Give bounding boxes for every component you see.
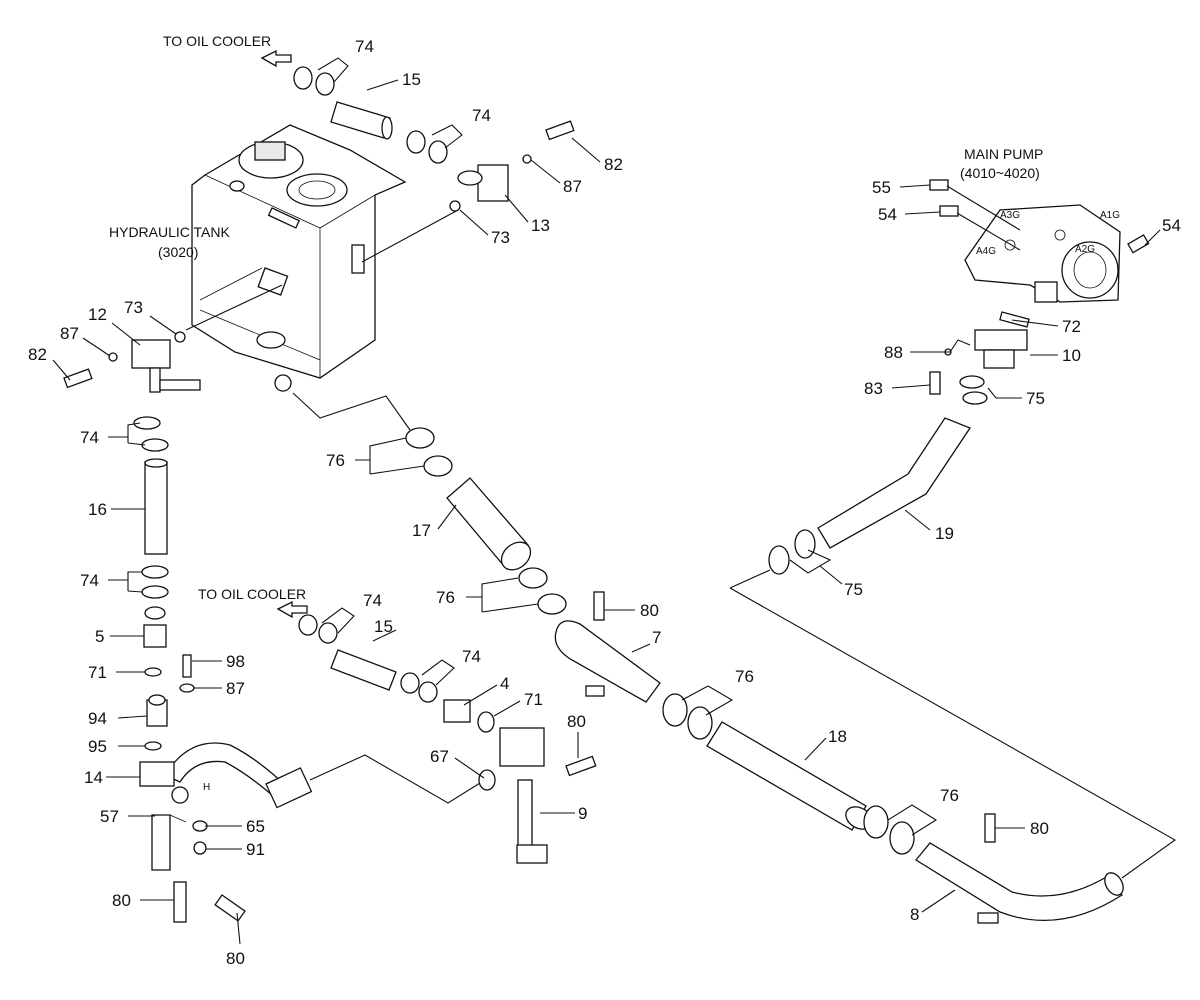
callout-4: 4	[500, 674, 509, 693]
adapter-5	[143, 606, 167, 648]
callout-74-left-2: 74	[80, 571, 99, 590]
callout-7: 7	[652, 628, 661, 647]
hydraulic-tank	[191, 124, 407, 392]
callout-8: 8	[910, 905, 919, 924]
callout-19: 19	[935, 524, 954, 543]
hose-16	[144, 458, 168, 555]
adapter-4	[443, 699, 471, 723]
callout-9: 9	[578, 804, 587, 823]
flange-94	[146, 694, 168, 727]
hose-15-mid	[330, 649, 397, 691]
callout-67: 67	[430, 747, 449, 766]
port-label-a1g: A1G	[1100, 210, 1120, 221]
callout-15-mid: 15	[374, 617, 393, 636]
hose-18	[706, 721, 873, 831]
callout-65: 65	[246, 817, 265, 836]
valve-12	[131, 339, 201, 393]
callout-55: 55	[872, 178, 891, 197]
callout-80-bottom-left: 80	[112, 891, 131, 910]
hose-17	[446, 477, 532, 571]
callout-82-left: 82	[28, 345, 47, 364]
arrow-to-oil-cooler-top	[260, 49, 292, 68]
callout-74-top: 74	[355, 37, 374, 56]
callout-13: 13	[531, 216, 550, 235]
callout-73-top: 73	[491, 228, 510, 247]
callout-73-left: 73	[124, 298, 143, 317]
pump-code: (4010~4020)	[960, 165, 1040, 181]
tank-code: (3020)	[158, 244, 198, 260]
callout-75-lower: 75	[844, 580, 863, 599]
flange-10	[974, 329, 1028, 369]
pipe-9	[499, 727, 548, 864]
callout-80-bottom: 80	[226, 949, 245, 968]
callout-74-left-1: 74	[80, 428, 99, 447]
callout-16: 16	[88, 500, 107, 519]
callout-numbers: 74 15 74 82 87 13 73 73 12 87 82 74 16 7…	[28, 37, 1181, 968]
callout-76-lower: 76	[940, 786, 959, 805]
port-label-a3g: A3G	[1000, 210, 1020, 221]
callout-76-mid: 76	[436, 588, 455, 607]
callout-74-top-2: 74	[472, 106, 491, 125]
pipe-7	[554, 620, 661, 703]
arrow-to-oil-cooler-mid	[276, 600, 308, 619]
callout-76-left: 76	[326, 451, 345, 470]
port-label-h: H	[203, 782, 210, 793]
port-label-a4g: A4G	[976, 246, 996, 257]
callout-72: 72	[1062, 317, 1081, 336]
callout-10: 10	[1062, 346, 1081, 365]
callout-74-mid-2: 74	[462, 647, 481, 666]
callout-57: 57	[100, 807, 119, 826]
callout-83: 83	[864, 379, 883, 398]
callout-87-top: 87	[563, 177, 582, 196]
hose-19	[817, 417, 971, 549]
callout-18: 18	[828, 727, 847, 746]
leader-lines	[52, 57, 1161, 945]
callout-71-mid: 71	[524, 690, 543, 709]
callout-87-mid: 87	[226, 679, 245, 698]
oil-cooler-caption-mid: TO OIL COOLER	[198, 586, 306, 602]
callout-94: 94	[88, 709, 107, 728]
callout-54-left: 54	[878, 205, 897, 224]
callout-14: 14	[84, 768, 103, 787]
small-parts	[63, 120, 1150, 923]
main-pump	[964, 204, 1121, 303]
callout-80-right: 80	[1030, 819, 1049, 838]
hose-15-top	[330, 101, 393, 140]
pipe-14	[139, 742, 313, 809]
port-label-a2g: A2G	[1075, 244, 1095, 255]
callout-54-right: 54	[1162, 216, 1181, 235]
callout-98: 98	[226, 652, 245, 671]
oil-cooler-caption-top: TO OIL COOLER	[163, 33, 271, 49]
callout-88: 88	[884, 343, 903, 362]
callout-87-left: 87	[60, 324, 79, 343]
callout-95: 95	[88, 737, 107, 756]
callout-5: 5	[95, 627, 104, 646]
connection-lines	[185, 185, 1177, 879]
callout-80-mid-2: 80	[640, 601, 659, 620]
callout-71-left: 71	[88, 663, 107, 682]
callout-75-upper: 75	[1026, 389, 1045, 408]
callout-80-mid: 80	[567, 712, 586, 731]
pump-title: MAIN PUMP	[964, 146, 1043, 162]
callout-17: 17	[412, 521, 431, 540]
pipe-8	[915, 842, 1124, 924]
callout-76-right: 76	[735, 667, 754, 686]
tank-title: HYDRAULIC TANK	[109, 224, 231, 240]
callout-82-top: 82	[604, 155, 623, 174]
callout-91: 91	[246, 840, 265, 859]
flange-13	[457, 164, 509, 202]
callout-15-top: 15	[402, 70, 421, 89]
callout-12: 12	[88, 305, 107, 324]
callout-74-mid: 74	[363, 591, 382, 610]
bracket-57	[151, 814, 187, 871]
